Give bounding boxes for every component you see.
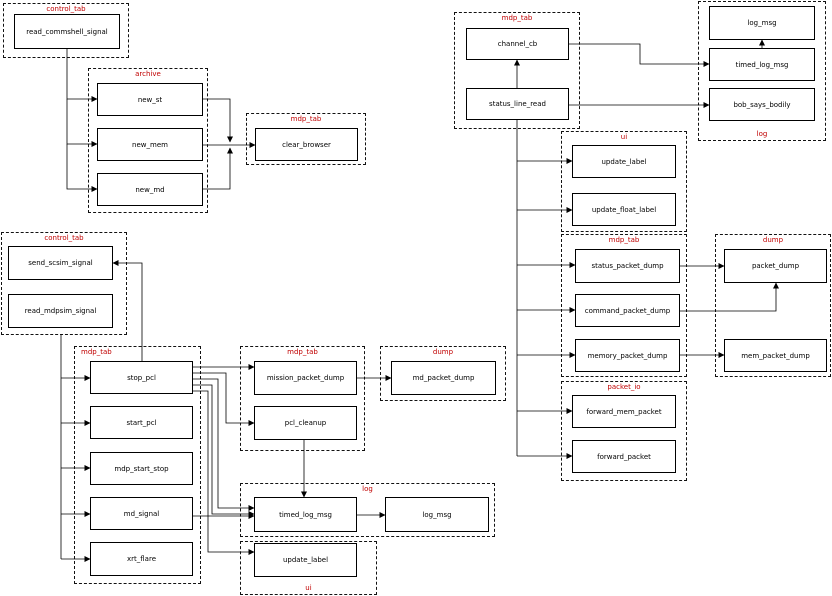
node-new-st[interactable]: new_st <box>97 83 203 116</box>
node-read-commshell-signal[interactable]: read_commshell_signal <box>14 14 120 49</box>
group-mdp-tab-mission: mdp_tab <box>240 346 365 451</box>
node-status-packet-dump[interactable]: status_packet_dump <box>575 249 680 283</box>
group-label: mdp_tab <box>608 236 640 244</box>
edge-stop-pcl-to-pcl-cleanup <box>193 372 255 426</box>
node-md-signal[interactable]: md_signal <box>90 497 193 530</box>
node-timed-log-msg-bottom[interactable]: timed_log_msg <box>254 497 357 532</box>
edge-new-md-to-clear-browser <box>203 147 233 190</box>
node-mission-packet-dump[interactable]: mission_packet_dump <box>254 361 357 395</box>
node-send-scsim-signal[interactable]: send_scsim_signal <box>8 246 113 280</box>
node-md-packet-dump[interactable]: md_packet_dump <box>391 361 496 395</box>
group-log-top: log <box>698 1 826 141</box>
edge-read-commshell-to-new-mem <box>66 99 98 147</box>
edge-read-commshell-to-new-st <box>66 49 98 102</box>
node-new-md[interactable]: new_md <box>97 173 203 206</box>
edge-stop-pcl-to-timed-log-1 <box>193 378 255 511</box>
group-archive: archive <box>88 68 208 213</box>
group-control-tab-bottom: control_tab <box>1 232 127 335</box>
group-dump-right: dump <box>715 234 831 377</box>
node-packet-dump[interactable]: packet_dump <box>724 249 827 283</box>
edge-command-dump-to-packet-dump <box>680 282 779 312</box>
group-ui-bottom: ui <box>240 541 377 595</box>
group-mdp-tab-clear: mdp_tab <box>246 113 366 165</box>
node-bob-says-bodily[interactable]: bob_says_bodily <box>709 88 815 121</box>
group-label: ui <box>305 584 312 592</box>
group-label: log <box>362 485 373 493</box>
node-log-msg-top[interactable]: log_msg <box>709 6 815 40</box>
node-memory-packet-dump[interactable]: memory_packet_dump <box>575 339 680 372</box>
group-label: dump <box>432 348 454 356</box>
node-start-pcl[interactable]: start_pcl <box>90 406 193 439</box>
group-label: mdp_tab <box>290 115 322 123</box>
edge-new-st-to-clear-browser <box>203 98 233 143</box>
node-update-label-bottom[interactable]: update_label <box>254 543 357 577</box>
group-mdp-tab-bottom: mdp_tab <box>74 346 201 584</box>
node-mdp-start-stop[interactable]: mdp_start_stop <box>90 452 193 485</box>
node-channel-cb[interactable]: channel_cb <box>466 28 569 60</box>
group-mdp-tab-right: mdp_tab <box>561 234 687 377</box>
group-label: dump <box>762 236 784 244</box>
node-command-packet-dump[interactable]: command_packet_dump <box>575 294 680 327</box>
node-xrt-flare[interactable]: xrt_flare <box>90 542 193 576</box>
group-packet-io: packet_io <box>561 381 687 481</box>
node-status-line-read[interactable]: status_line_read <box>466 88 569 120</box>
edge-stop-pcl-to-timed-log-2 <box>193 384 255 517</box>
group-label: packet_io <box>607 383 641 391</box>
group-label: mdp_tab <box>287 348 318 356</box>
node-clear-browser[interactable]: clear_browser <box>255 128 358 161</box>
group-label: control_tab <box>44 234 84 242</box>
node-pcl-cleanup[interactable]: pcl_cleanup <box>254 406 357 440</box>
group-dump-md: dump <box>380 346 506 401</box>
group-control-tab-top: control_tab <box>3 3 129 58</box>
group-label: mdp_tab <box>501 14 533 22</box>
node-update-label-top[interactable]: update_label <box>572 145 676 178</box>
node-stop-pcl[interactable]: stop_pcl <box>90 361 193 394</box>
node-new-mem[interactable]: new_mem <box>97 128 203 161</box>
node-mem-packet-dump[interactable]: mem_packet_dump <box>724 339 827 372</box>
node-forward-mem-packet[interactable]: forward_mem_packet <box>572 395 676 428</box>
group-log-bottom: log <box>240 483 495 537</box>
edge-stop-pcl-to-update-label <box>193 390 255 555</box>
group-label: mdp_tab <box>81 348 112 356</box>
edge-channel-cb-to-timed-log <box>569 43 710 67</box>
group-label: archive <box>135 70 161 78</box>
edge-stop-pcl-to-send-scsim <box>112 260 143 361</box>
group-label: control_tab <box>46 5 86 13</box>
node-timed-log-msg-top[interactable]: timed_log_msg <box>709 48 815 81</box>
node-update-float-label[interactable]: update_float_label <box>572 193 676 226</box>
edge-read-commshell-to-new-md <box>66 144 98 192</box>
group-label: log <box>756 130 768 138</box>
node-read-mdpsim-signal[interactable]: read_mdpsim_signal <box>8 294 113 328</box>
group-label: ui <box>620 133 628 141</box>
group-ui-top: ui <box>561 131 687 232</box>
node-forward-packet[interactable]: forward_packet <box>572 440 676 473</box>
node-log-msg-bottom[interactable]: log_msg <box>385 497 489 532</box>
